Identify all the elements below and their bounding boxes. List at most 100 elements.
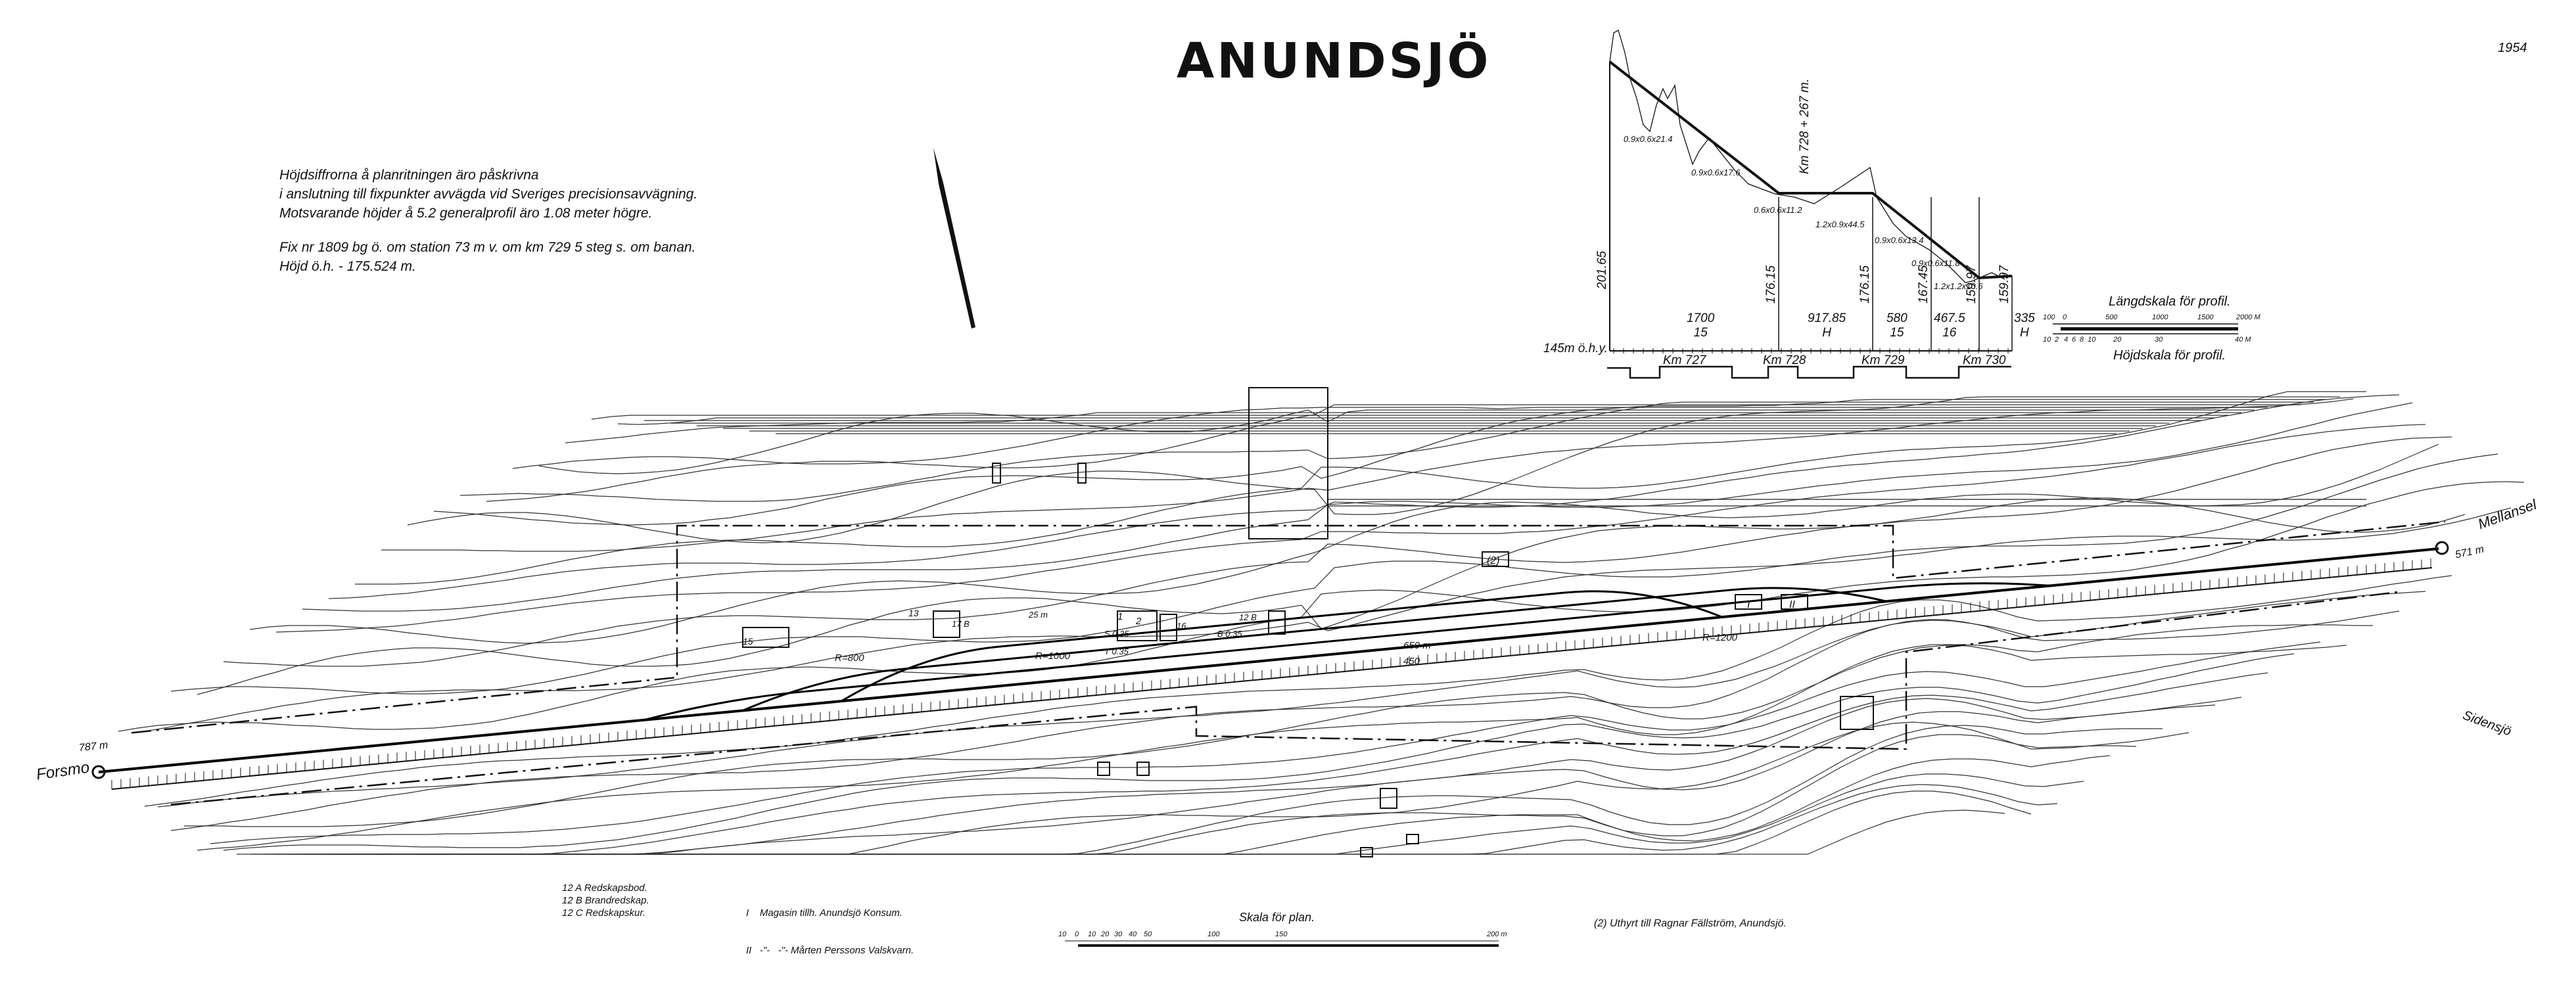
length-scale-tick: 100 — [2043, 313, 2055, 321]
building-label: 1 — [1117, 611, 1123, 622]
height-notes: Höjdsiffrorna å planritningen äro påskri… — [279, 166, 697, 223]
contour-line — [237, 672, 2268, 855]
length-scale-title: Längdskala för profil. — [2109, 294, 2231, 309]
contour-line — [512, 407, 2268, 469]
plan-scale-bar — [1078, 944, 1499, 947]
embankment-edge — [111, 566, 2433, 790]
building — [1406, 834, 1419, 844]
siding-track — [644, 582, 2051, 721]
height-scale-tick: 8 — [2080, 336, 2084, 344]
building-label: 17 B — [952, 619, 970, 629]
segment-length: 580 — [1886, 311, 1908, 325]
profile-curvature-band — [1607, 365, 2011, 379]
km-label: Km 730 — [1963, 354, 2006, 367]
plan-scale-tick: 50 — [1144, 930, 1152, 938]
segment-grade: 15 — [1693, 326, 1708, 340]
building — [1077, 463, 1087, 484]
contour-line — [328, 394, 2400, 599]
legend-item: 12 A Redskapsbod. — [562, 882, 647, 894]
plan-scale-tick: 10 — [1058, 930, 1067, 938]
distance-label: 25 m — [1029, 610, 1048, 620]
plan-scale-tick: 0 — [1075, 930, 1079, 938]
contour-line — [197, 644, 2347, 851]
track-length: 650 m — [1403, 640, 1431, 651]
profile-height: 159.97 — [1998, 265, 2011, 304]
signal-icon — [2435, 541, 2449, 555]
building-label: (2) — [1487, 555, 1500, 566]
curve-radius: R=1000 — [1035, 650, 1070, 662]
contour-line — [459, 401, 2314, 502]
note-line: Höjdsiffrorna å planritningen äro påskri… — [279, 168, 539, 183]
building — [1159, 614, 1177, 641]
contour-line — [368, 810, 2005, 855]
contour-line — [565, 412, 2241, 444]
plan-scale-title: Skala för plan. — [1239, 911, 1315, 924]
building — [742, 627, 789, 648]
profile-datum: 145m ö.h.y. — [1543, 342, 1608, 355]
legend-right: I Magasin tillh. Anundsjö Konsum. II -"-… — [746, 882, 914, 981]
property-boundary — [170, 591, 2400, 806]
height-scale-tick: 10 — [2088, 336, 2096, 344]
contour-line — [118, 481, 2525, 732]
plan-scale-tick: 150 — [1275, 930, 1288, 938]
plan-scale-tick: 200 m — [1487, 930, 1507, 938]
siding-track — [742, 587, 1887, 712]
plan-scale-tick: 20 — [1101, 930, 1110, 938]
building — [1840, 696, 1874, 730]
note-line: i anslutning till fixpunkter avvägda vid… — [279, 187, 698, 202]
year-label: 1954 — [2498, 41, 2527, 55]
building-label: 16 — [1177, 621, 1186, 631]
track-length: 450 — [1403, 656, 1420, 667]
culvert-label: 0.6x0.6x11.2 — [1754, 205, 1802, 215]
length-scale-tick: 1500 — [2197, 313, 2214, 321]
legend-item: I Magasin tillh. Anundsjö Konsum. — [746, 907, 902, 919]
building-label: 15 — [743, 636, 753, 647]
legend-item: II -"- -"- Mårten Perssons Valskvarn. — [746, 945, 914, 956]
contour-line — [210, 641, 2321, 844]
contour-line — [170, 453, 2498, 695]
length-scale-tick: 1000 — [2152, 313, 2168, 321]
contour-line — [538, 409, 2255, 474]
length-scale-tick: 500 — [2105, 313, 2118, 321]
profile-height: 176.15 — [1764, 265, 1778, 304]
siding-track — [841, 590, 1723, 702]
height-scale-tick: 20 — [2113, 336, 2122, 344]
building — [1781, 594, 1808, 610]
north-arrow-icon — [933, 148, 975, 329]
contour-line — [289, 725, 2163, 855]
segment-grade: 16 — [1942, 326, 1957, 340]
drawing-title: ANUNDSJÖ — [1177, 33, 1491, 89]
curve-radius: R=1200 — [1702, 632, 1737, 643]
segment-length: 917.85 — [1808, 311, 1846, 325]
building — [1360, 847, 1373, 857]
station-km-label: Km 728 + 267 m. — [1798, 78, 1812, 174]
signal-icon — [91, 765, 106, 779]
contour-line — [157, 591, 2426, 808]
building — [1482, 551, 1509, 567]
contour-line — [342, 784, 2058, 855]
building — [1097, 762, 1110, 776]
profile-height: 167.45 — [1917, 265, 1931, 304]
building-label: 12 B — [1239, 612, 1257, 622]
legend-item: 12 C Redskapskur. — [562, 907, 646, 919]
segment-grade: H — [1822, 326, 1831, 340]
contour-line — [433, 399, 2327, 526]
height-scale-title: Höjdskala för profil. — [2113, 348, 2226, 363]
building — [1117, 610, 1158, 641]
track-label: S 0.35 — [1104, 629, 1129, 639]
contour-line — [184, 624, 2373, 827]
contour-line — [197, 497, 2466, 695]
plan-scale-tick: 100 — [1207, 930, 1220, 938]
curve-radius: R=800 — [835, 652, 864, 664]
note-line: Fix nr 1809 bg ö. om station 73 m v. om … — [279, 240, 696, 255]
contour-line — [591, 415, 2228, 420]
segment-grade: 15 — [1890, 326, 1904, 340]
profile-grade-line — [1608, 60, 2013, 280]
building — [933, 610, 960, 638]
